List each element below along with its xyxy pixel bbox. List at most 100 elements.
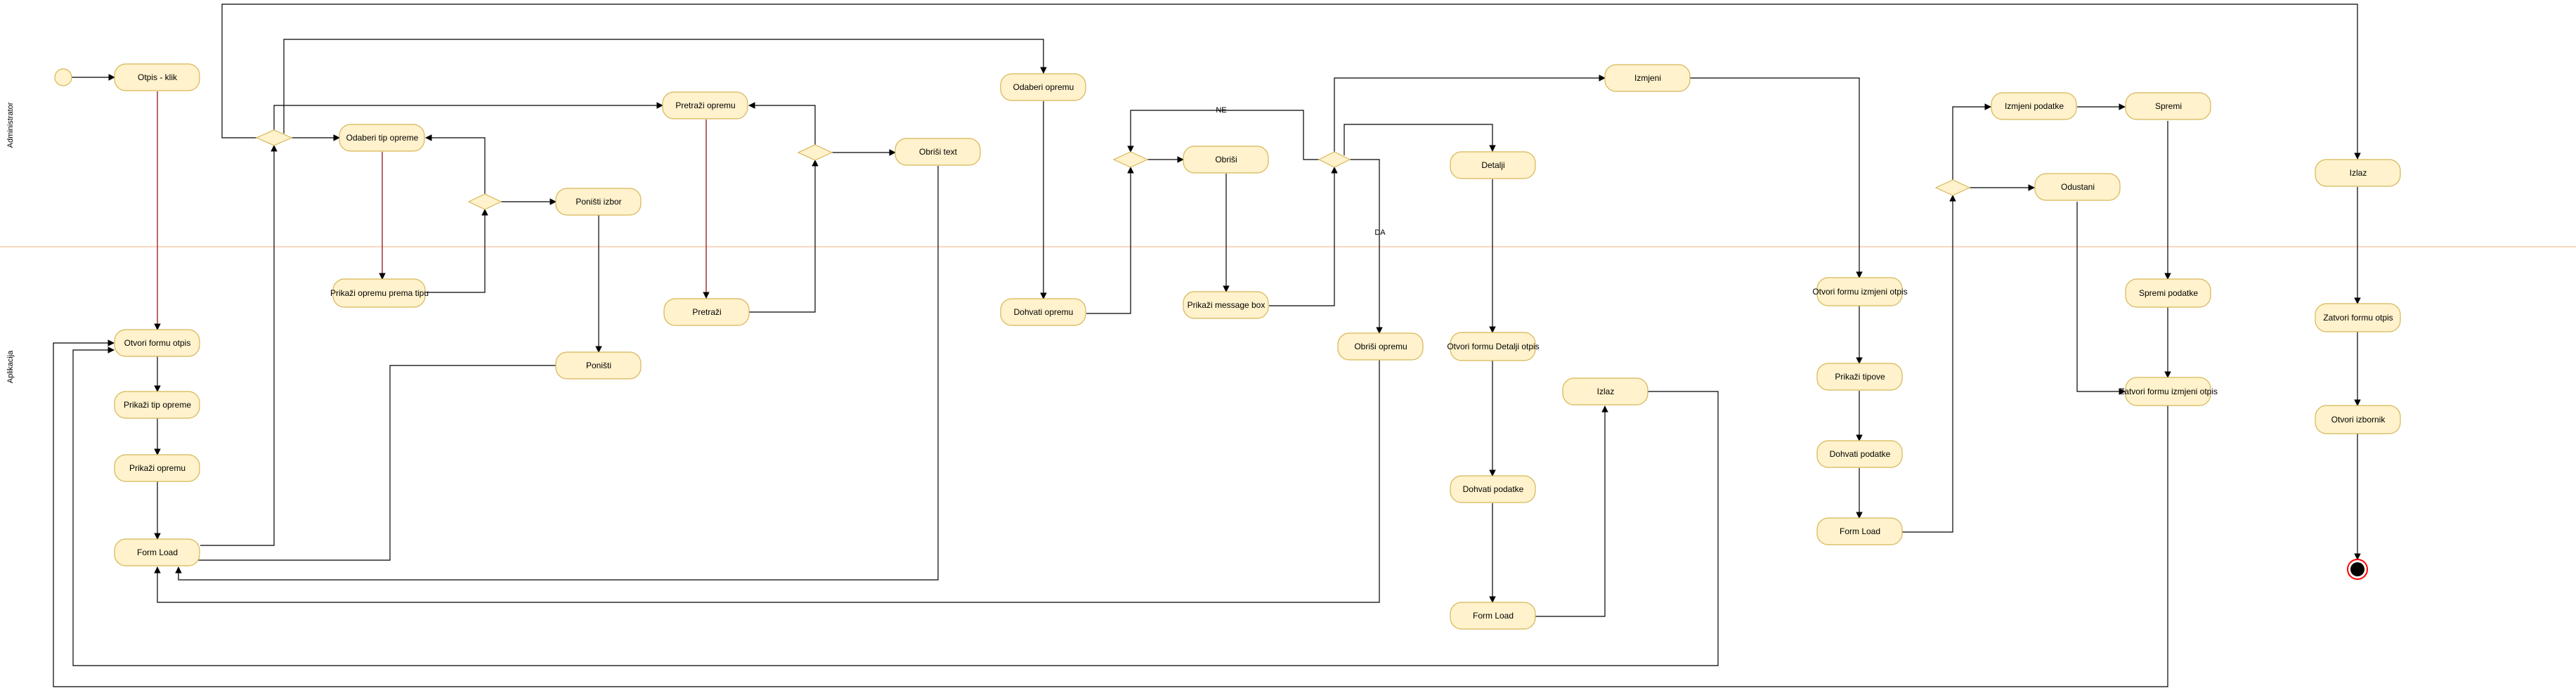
edge-label-da: DA: [1374, 228, 1386, 237]
edge-formload3-dec6: [1902, 195, 1956, 533]
edge-izmjeni-otvoriizmjeni: [1648, 77, 1863, 278]
node-zatvori-formu-izmjeni: Zatvori formu izmjeni otpis: [2119, 377, 2218, 406]
edge-msgbox-dec5: [1269, 167, 1338, 306]
node-prikazi-opremu: Prikaži opremu: [114, 454, 200, 482]
node-zatvori-formu-otpis: Zatvori formu otpis: [2315, 303, 2401, 332]
svg-text:Form Load: Form Load: [137, 548, 178, 557]
edge-dec5-da: [1350, 159, 1383, 334]
node-spremi-podatke: Spremi podatke: [2125, 278, 2211, 308]
svg-text:Obriši text: Obriši text: [919, 147, 958, 157]
svg-text:Otvori izbornik: Otvori izbornik: [2331, 415, 2386, 425]
decision-node-3: [797, 144, 833, 161]
edge-dec1-odaberiopremu: [283, 39, 1047, 134]
edge-dec5-detalji: [1344, 124, 1496, 155]
node-otvori-formu-detalji: Otvori formu Detalji otpis: [1447, 332, 1540, 361]
svg-text:Prikaži message box: Prikaži message box: [1188, 300, 1266, 310]
node-ponisti: Poništi: [555, 351, 642, 380]
svg-text:Pretraži opremu: Pretraži opremu: [675, 101, 735, 110]
edge-ponisti-formload: [178, 365, 556, 564]
node-pretrazi: Pretraži: [663, 298, 750, 326]
edge-odustani-zatvori: [2076, 202, 2126, 395]
decisions: [255, 129, 1971, 210]
svg-text:Obriši: Obriši: [1215, 155, 1237, 164]
node-spremi[interactable]: Spremi: [2125, 92, 2211, 120]
edge-label-ne: NE: [1216, 106, 1226, 115]
edge-prikazi-dec2: [425, 209, 488, 293]
svg-text:Odustani: Odustani: [2061, 182, 2095, 192]
node-obrisi[interactable]: Obriši: [1183, 145, 1269, 174]
decision-node-2: [467, 193, 502, 210]
end-node: [2347, 559, 2368, 580]
node-dohvati-podatke-2: Dohvati podatke: [1816, 440, 1903, 468]
svg-text:Odaberi opremu: Odaberi opremu: [1013, 82, 1074, 92]
node-obrisi-opremu: Obriši opremu: [1337, 332, 1424, 361]
decision-node-6: [1934, 179, 1971, 196]
edge-dohvati-dec4: [1086, 167, 1134, 314]
svg-text:Dohvati podatke: Dohvati podatke: [1463, 484, 1524, 494]
node-dohvati-opremu: Dohvati opremu: [1000, 298, 1086, 326]
node-odaberi-tip-opreme[interactable]: Odaberi tip opreme: [339, 124, 425, 152]
edge-dec5-ne: [1127, 110, 1319, 160]
svg-text:Form Load: Form Load: [1473, 611, 1514, 621]
svg-text:Otpis - klik: Otpis - klik: [138, 72, 178, 82]
edge-obrisitext-formload: [175, 166, 939, 581]
decision-node-1: [255, 129, 293, 146]
node-izmjeni-podatke[interactable]: Izmjeni podatke: [1991, 92, 2077, 120]
edge-dec6-izmjenipodatke: [1952, 103, 1991, 180]
edge-formload-dec1: [200, 145, 278, 546]
svg-text:Otvori formu izmjeni otpis: Otvori formu izmjeni otpis: [1812, 287, 1907, 297]
svg-text:Spremi: Spremi: [2155, 101, 2182, 111]
svg-text:Izlaz: Izlaz: [1597, 387, 1615, 396]
node-obrisi-text[interactable]: Obriši text: [895, 138, 981, 166]
svg-text:Izlaz: Izlaz: [2350, 168, 2367, 178]
node-otpis-klik[interactable]: Otpis - klik: [114, 63, 200, 91]
node-detalji[interactable]: Detalji: [1450, 151, 1536, 179]
node-otvori-formu-otpis: Otvori formu otpis: [114, 329, 200, 357]
node-form-load-2: Form Load: [1450, 602, 1536, 630]
node-prikazi-tip-opreme: Prikaži tip opreme: [114, 391, 200, 419]
decision-node-5: [1318, 151, 1351, 168]
node-prikazi-tipove: Prikaži tipove: [1816, 363, 1903, 391]
nodes: Otpis - klik Odaberi tip opreme Pretraži…: [114, 63, 2401, 630]
svg-text:Pretraži: Pretraži: [692, 307, 721, 317]
node-izlaz-admin[interactable]: Izlaz: [2315, 159, 2401, 187]
svg-text:Zatvori formu otpis: Zatvori formu otpis: [2323, 313, 2393, 323]
svg-text:Izmjeni podatke: Izmjeni podatke: [2005, 101, 2064, 111]
svg-text:Prikaži opremu prema tipu: Prikaži opremu prema tipu: [330, 288, 429, 298]
lane-label-admin: Administrator: [6, 102, 15, 148]
svg-text:Izmjeni: Izmjeni: [1634, 73, 1661, 83]
node-odaberi-opremu[interactable]: Odaberi opremu: [1000, 73, 1086, 101]
node-izmjeni[interactable]: Izmjeni: [1604, 64, 1691, 92]
edge-pretrazi-dec3: [749, 160, 819, 313]
svg-text:Detalji: Detalji: [1481, 160, 1504, 170]
svg-text:Form Load: Form Load: [1840, 526, 1880, 536]
svg-text:Prikaži tip opreme: Prikaži tip opreme: [124, 400, 191, 410]
svg-text:Prikaži opremu: Prikaži opremu: [129, 463, 186, 473]
node-odustani[interactable]: Odustani: [2034, 173, 2121, 201]
decision-node-4: [1112, 151, 1149, 168]
edge-zatvori-otvori: [53, 339, 2168, 687]
node-otvori-izbornik: Otvori izbornik: [2315, 405, 2401, 434]
edge-dec5-izmjeni: [1334, 75, 1606, 152]
svg-text:Zatvori formu izmjeni otpis: Zatvori formu izmjeni otpis: [2119, 387, 2218, 396]
svg-text:Otvori formu otpis: Otvori formu otpis: [124, 338, 191, 348]
edge-formload2-izlaz: [1535, 406, 1608, 617]
svg-text:Obriši opremu: Obriši opremu: [1354, 342, 1407, 351]
svg-text:Spremi podatke: Spremi podatke: [2139, 288, 2198, 298]
node-pretrazi-opremu[interactable]: Pretraži opremu: [662, 91, 748, 119]
node-otvori-formu-izmjeni: Otvori formu izmjeni otpis: [1812, 277, 1908, 306]
svg-text:Otvori formu Detalji otpis: Otvori formu Detalji otpis: [1447, 342, 1539, 351]
svg-text:Dohvati podatke: Dohvati podatke: [1830, 449, 1891, 459]
svg-text:Dohvati opremu: Dohvati opremu: [1014, 307, 1074, 317]
edge-dec2-odaberitip: [425, 134, 486, 194]
edge-izlaz-otvori: [72, 346, 1719, 666]
svg-text:Poništi: Poništi: [586, 361, 611, 370]
node-dohvati-podatke-1: Dohvati podatke: [1450, 475, 1536, 503]
edge-dec1-izlaz: [221, 4, 2361, 160]
node-ponisti-izbor[interactable]: Poništi izbor: [555, 188, 642, 216]
node-form-load-3: Form Load: [1816, 517, 1903, 545]
edge-dec3-pretraziopremu: [748, 102, 816, 145]
svg-text:Odaberi tip opreme: Odaberi tip opreme: [346, 133, 419, 143]
node-izlaz-app: Izlaz: [1562, 377, 1648, 406]
